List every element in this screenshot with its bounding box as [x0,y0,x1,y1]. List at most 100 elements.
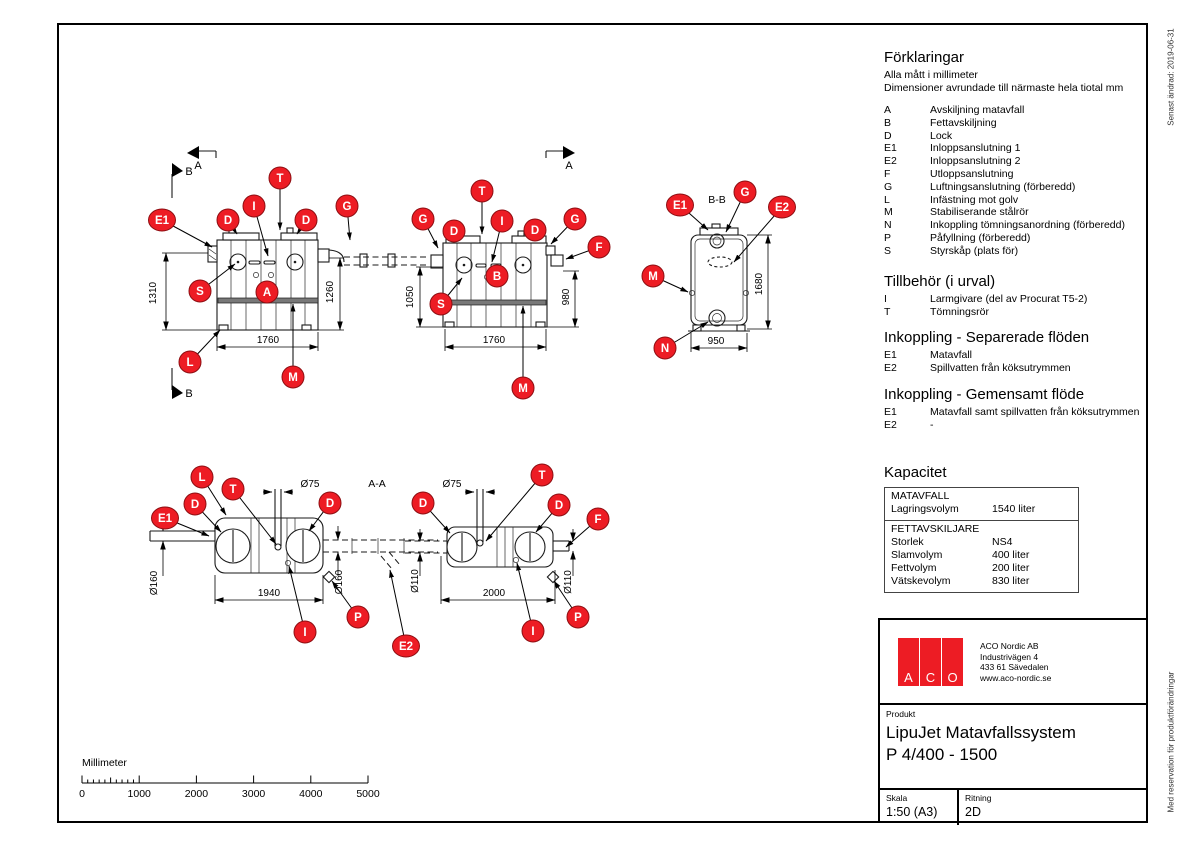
svg-text:M: M [518,383,528,395]
svg-text:P: P [574,612,582,624]
balloon-m: M [281,303,305,389]
balloon-i: I [516,562,545,643]
dimension-label: Ø110 [410,569,421,593]
svg-text:E2: E2 [399,641,413,653]
dimension-label: 1680 [754,272,765,295]
legend-item: S Styrskåp (plats för) [884,244,1019,257]
svg-text:I: I [531,626,534,638]
svg-text:D: D [531,225,539,237]
balloon-e1: E1 [151,506,210,537]
svg-text:I: I [252,201,255,213]
product-name: LipuJet Matavfallssystem P 4/400 - 1500 [886,723,1076,764]
svg-text:E1: E1 [155,215,170,227]
balloon-l: L [178,329,221,374]
dimension-label: 1760 [483,335,506,346]
capacity-section-matavfall: MATAVFALL Lagringsvolym 1540 liter [885,488,1078,520]
svg-text:A: A [565,160,573,172]
balloon-i: I [242,194,269,257]
balloon-t: T [485,463,554,542]
legend-item: F Utloppsanslutning [884,167,1014,180]
title-block: A C O ACO Nordic AB Industrivägen 4 433 … [878,618,1147,825]
svg-text:D: D [419,498,427,510]
balloon-e1: E1 [666,193,709,231]
legend-item: P Påfyllning (förberedd) [884,231,1031,244]
balloon-d: D [442,219,466,243]
scale-value: 1:50 (A3) [886,805,938,819]
svg-text:B: B [185,388,192,400]
capacity-row: Fettvolym 200 liter [891,562,1030,574]
dimension-label: Ø75 [301,479,320,490]
svg-text:0: 0 [79,788,85,800]
accessory-item: I Larmgivare (del av Procurat T5-2) [884,293,1088,305]
svg-text:4000: 4000 [299,788,323,800]
balloon-d: D [308,491,342,532]
svg-text:3000: 3000 [242,788,266,800]
capacity-row: Vätskevolym 830 liter [891,575,1030,587]
connection-common-panel: Inkoppling - Gemensamt flöde E1 Matavfal… [884,386,1146,432]
svg-text:L: L [198,472,205,484]
svg-text:M: M [288,372,298,384]
drawing-type-cell: Ritning 2D [959,790,991,825]
connection-separate-panel: Inkoppling - Separerade flöden E1 Matavf… [884,329,1146,375]
legend-item: A Avskiljning matavfall [884,104,1025,116]
svg-text:I: I [303,627,306,639]
balloon-m: M [641,264,689,293]
balloon-a: A [255,280,279,304]
scale-label: Skala [886,793,908,803]
connection-common-title: Inkoppling - Gemensamt flöde [884,386,1085,403]
svg-text:B: B [185,166,192,178]
svg-text:G: G [419,214,428,226]
capacity-section-fettavskiljare: FETTAVSKILJARE Storlek NS4 Slamvolym 400… [885,520,1078,592]
connection-item: E1 Matavfall [884,349,973,361]
dimension-label: 2000 [483,588,506,599]
product-label: Produkt [886,709,916,719]
svg-text:E2: E2 [775,202,789,214]
section-view-label: B-B [708,194,726,206]
capacity-title: Kapacitet [884,464,947,481]
balloon-n: N [653,321,709,360]
scale-cell: Skala 1:50 (A3) [880,790,959,825]
svg-text:T: T [538,470,545,482]
balloon-e2: E2 [389,569,420,658]
balloon-g: G [550,207,587,245]
svg-text:G: G [343,201,352,213]
dimension-label: 1050 [405,285,416,308]
balloon-d: D [183,492,222,533]
balloon-s: S [188,263,236,303]
title-block-bottom-row: Skala 1:50 (A3) Ritning 2D [880,790,1147,825]
svg-text:B: B [493,271,501,283]
legend-subtitle-2: Dimensioner avrundade till närmaste hela… [884,82,1124,94]
svg-text:D: D [326,498,334,510]
svg-text:5000: 5000 [356,788,380,800]
svg-text:E1: E1 [158,513,173,525]
aco-logo-box: A [898,638,919,686]
svg-text:T: T [478,186,485,198]
accessories-panel: Tillbehör (i urval) I Larmgivare (del av… [884,273,1146,319]
svg-text:F: F [595,242,602,254]
svg-text:F: F [594,514,601,526]
balloon-i: I [288,565,317,644]
title-block-logo-row: A C O ACO Nordic AB Industrivägen 4 433 … [880,620,1147,705]
svg-text:D: D [555,500,563,512]
section-mark-b: B [171,368,193,400]
legend-item: L Infästning mot golv [884,193,1019,206]
section-mark-b: B [171,163,193,198]
pipe-run-front [344,253,429,268]
balloon-f: F [565,507,610,548]
balloon-m: M [511,305,535,400]
connection-item: E2 - [884,418,934,431]
aco-logo-box: C [920,638,941,686]
balloon-d: D [535,493,571,533]
capacity-row: Slamvolym 400 liter [891,549,1030,561]
capacity-section-header: FETTAVSKILJARE [891,523,980,535]
balloon-f: F [565,235,611,260]
balloon-d: D [411,491,451,534]
capacity-panel: Kapacitet MATAVFALL Lagringsvolym 1540 l… [884,464,1146,593]
legend-item: G Luftningsanslutning (förberedd) [884,180,1076,193]
legend-panel: Förklaringar Alla mått i millimeter Dime… [884,49,1146,258]
dimension-label: 1760 [257,335,280,346]
aco-logo-box: O [942,638,963,686]
last-modified-note: Senast ändrad: 2019-06-31 [1166,28,1176,126]
